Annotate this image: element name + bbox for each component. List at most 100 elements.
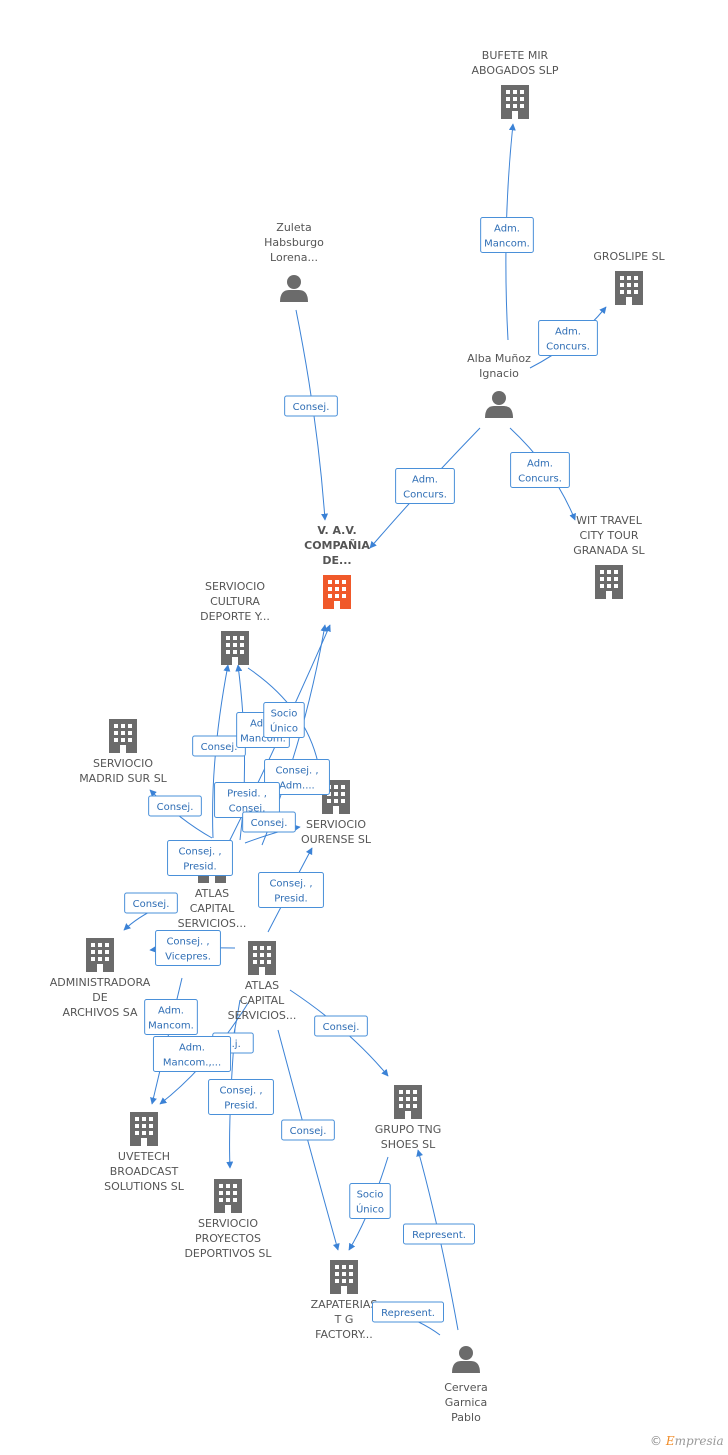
building-icon — [394, 1085, 422, 1119]
relation-label[interactable]: Adm.Concurs. — [510, 452, 570, 488]
relation-label-text: Consej. — [293, 402, 330, 413]
relation-label-text: Consej. , — [219, 1086, 262, 1097]
relation-label-text: Mancom. — [240, 734, 286, 745]
node-label: CAPITAL — [190, 902, 235, 915]
person-icon — [485, 391, 513, 418]
node-groslipe[interactable]: GROSLIPE SL — [593, 250, 666, 305]
empresia-logo: Empresia — [665, 1434, 724, 1448]
copyright-symbol: © — [650, 1434, 662, 1448]
node-label: OURENSE SL — [301, 833, 372, 846]
relation-label-text: Consej. , — [275, 766, 318, 777]
node-zuleta[interactable]: ZuletaHabsburgoLorena... — [264, 221, 324, 302]
node-label: Pablo — [451, 1411, 481, 1424]
node-zapaterias[interactable]: ZAPATERIAS T G FACTORY... — [311, 1260, 378, 1341]
node-label: UVETECH — [118, 1150, 170, 1163]
relation-label[interactable]: Consej. — [124, 892, 178, 914]
relation-label-text: Adm. — [527, 459, 553, 470]
relation-label-text: Adm. — [412, 475, 438, 486]
node-atlas2[interactable]: ATLAS CAPITAL SERVICIOS... — [228, 941, 297, 1022]
node-label: CITY TOUR — [580, 529, 639, 542]
node-label: ATLAS — [245, 979, 279, 992]
node-label: ADMINISTRADORA — [50, 976, 151, 989]
node-label: SHOES SL — [381, 1138, 436, 1151]
relation-label[interactable]: Adm.Mancom. — [144, 999, 198, 1035]
relation-label[interactable]: Consej. — [281, 1119, 335, 1141]
node-label: BROADCAST — [110, 1165, 179, 1178]
node-label: SERVIOCIO — [93, 757, 153, 770]
relation-label-text: Concurs. — [546, 342, 590, 353]
relation-edge — [295, 309, 329, 521]
relation-label[interactable]: Adm.Mancom.,... — [152, 1036, 232, 1072]
node-label: Garnica — [445, 1396, 487, 1409]
relation-label[interactable]: Adm.Mancom. — [480, 217, 534, 253]
node-label: V. A.V. — [317, 524, 356, 537]
building-icon — [615, 271, 643, 305]
relation-label[interactable]: Consej. ,Presid. — [167, 840, 233, 876]
node-label: SERVICIOS... — [228, 1009, 297, 1022]
relation-label[interactable]: Consej. ,Presid. — [258, 872, 324, 908]
building-icon — [130, 1112, 158, 1146]
relation-label[interactable]: Represent. — [372, 1301, 444, 1323]
relation-label-text: Mancom. — [484, 239, 530, 250]
node-label: ABOGADOS SLP — [472, 64, 559, 77]
building-icon — [323, 575, 351, 609]
node-label: DE — [92, 991, 107, 1004]
relation-label-text: Adm. — [158, 1006, 184, 1017]
node-label: ZAPATERIAS — [311, 1298, 378, 1311]
relation-label-text: Consej. — [157, 802, 194, 813]
node-label: GRANADA SL — [573, 544, 645, 557]
relation-label-text: Presid. — [274, 894, 307, 905]
relation-label-text: Consej. , — [166, 937, 209, 948]
relation-label[interactable]: Consej. — [242, 811, 296, 833]
relation-label-text: Único — [270, 722, 298, 735]
relation-label-text: Consej. — [251, 818, 288, 829]
node-atlas1[interactable]: ATLASCAPITALSERVICIOS... — [178, 849, 247, 930]
relation-label[interactable]: Presid. ,Consej. — [214, 782, 280, 818]
node-label: FACTORY... — [315, 1328, 373, 1341]
relation-label[interactable]: Consej. , Adm.... — [264, 759, 330, 795]
relation-label[interactable]: Consej. , Vicepres. — [155, 930, 221, 966]
node-label: CAPITAL — [240, 994, 285, 1007]
relation-label[interactable]: Adm.Concurs. — [395, 468, 455, 504]
relation-label-text: Adm.... — [279, 781, 314, 792]
node-label: DE... — [322, 554, 351, 567]
node-label: COMPAÑIA — [304, 539, 370, 552]
relation-label[interactable]: Consej. — [314, 1015, 368, 1037]
node-vav[interactable]: V. A.V. COMPAÑIA DE... — [304, 524, 370, 609]
relation-label-text: Consej. — [133, 899, 170, 910]
relation-edge — [149, 789, 213, 839]
relation-label[interactable]: Adm. Concurs. — [538, 320, 598, 356]
relation-label-text: Vicepres. — [165, 952, 211, 963]
relation-label[interactable]: Consej. , Presid. — [208, 1079, 274, 1115]
node-label: Lorena... — [270, 251, 318, 264]
node-label: ATLAS — [195, 887, 229, 900]
relation-label[interactable]: Consej. — [284, 395, 338, 417]
relation-label-text: Presid. — [224, 1101, 257, 1112]
building-icon — [86, 938, 114, 972]
building-icon — [248, 941, 276, 975]
person-icon — [280, 275, 308, 302]
node-label: T G — [334, 1313, 354, 1326]
relation-label-text: Consej. — [201, 742, 238, 753]
footer-brand: © Empresia — [650, 1434, 724, 1448]
building-icon — [109, 719, 137, 753]
relation-label[interactable]: Represent. — [403, 1223, 475, 1245]
building-icon — [214, 1179, 242, 1213]
relation-label-text: Adm. — [555, 327, 581, 338]
relation-label-text: Represent. — [412, 1230, 466, 1241]
relation-label[interactable]: Consej. — [148, 795, 202, 817]
